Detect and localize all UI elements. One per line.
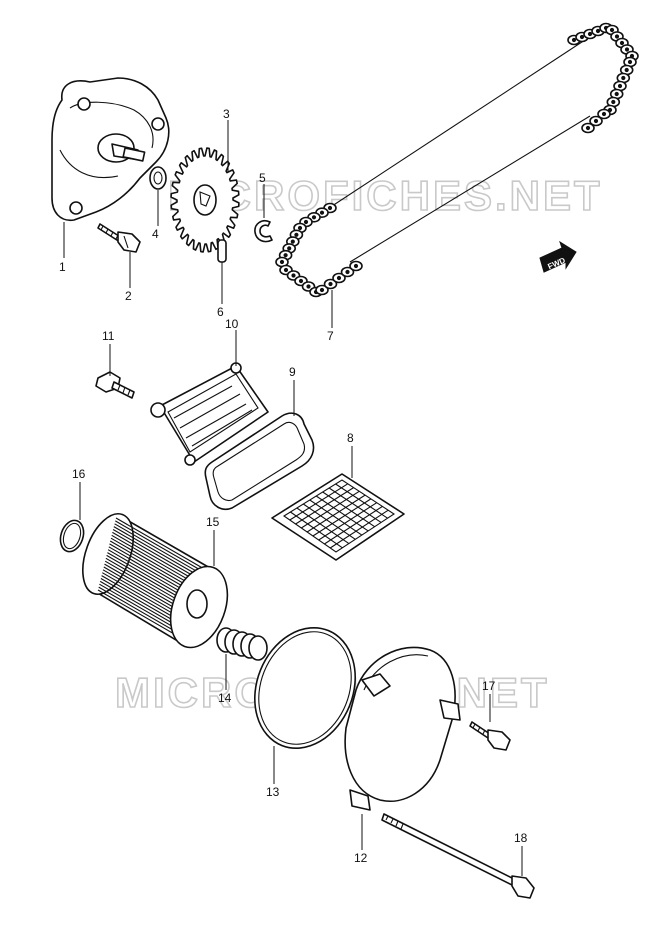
chain-pin — [311, 215, 317, 220]
part-6-pin[interactable] — [217, 239, 227, 263]
callout-5: 5 — [259, 171, 266, 185]
callout-6: 6 — [217, 305, 224, 319]
chain-pin — [327, 205, 333, 211]
part-13-o-ring[interactable] — [237, 613, 372, 764]
fwd-direction-badge: FWD — [539, 240, 577, 273]
part-2-bolt[interactable] — [97, 223, 141, 253]
callout-9: 9 — [289, 365, 296, 379]
mesh-line — [312, 498, 372, 537]
mesh-line — [290, 511, 343, 549]
part-15-oil-filter[interactable] — [73, 507, 238, 655]
chain-pin — [279, 259, 285, 265]
chain-pin — [621, 75, 626, 81]
chain-pin — [353, 263, 359, 269]
filter-pleat — [114, 523, 205, 577]
chain-pin — [306, 284, 311, 289]
chain-pin — [614, 34, 620, 39]
mesh-line — [322, 491, 376, 528]
chain-pin — [287, 246, 292, 251]
chain-pin — [297, 225, 303, 231]
part-7-chain[interactable] — [275, 22, 639, 298]
mesh-line — [309, 499, 363, 536]
part-5-circlip[interactable] — [254, 219, 273, 243]
mesh-line — [301, 490, 360, 529]
chain-pin — [328, 281, 333, 287]
mesh-line — [296, 507, 350, 545]
part-10-cover-plate[interactable] — [150, 362, 269, 466]
part-1-oil-pump[interactable] — [51, 77, 170, 222]
chain-pin — [579, 34, 585, 40]
mesh-line — [318, 502, 377, 541]
callout-12: 12 — [354, 851, 368, 865]
part-16-o-ring[interactable] — [57, 517, 88, 554]
part-18-long-bolt[interactable] — [381, 813, 535, 899]
callout-4: 4 — [152, 227, 159, 241]
callout-7: 7 — [327, 329, 334, 343]
watermark-top: MICROFICHES.NET — [168, 172, 603, 219]
chain-pin — [290, 239, 295, 244]
callout-11: 11 — [102, 329, 115, 343]
part-11-bolt[interactable] — [95, 371, 135, 399]
chain-pin — [283, 267, 289, 273]
chain-pin — [619, 40, 625, 46]
chain-pin — [345, 269, 350, 275]
part-17-bolt[interactable] — [469, 721, 511, 751]
chain-pin — [593, 118, 599, 124]
callout-10: 10 — [225, 317, 239, 331]
mesh-line — [315, 495, 369, 532]
chain-pin — [601, 111, 607, 117]
mesh-line — [328, 487, 382, 523]
callout-18: 18 — [514, 831, 528, 845]
chain-pin — [294, 232, 299, 237]
mesh-line — [329, 509, 389, 549]
chain-pin — [611, 99, 616, 105]
chain-pin — [617, 83, 623, 89]
chain-pin — [624, 47, 630, 52]
mesh-line — [306, 494, 366, 533]
chain-pin — [319, 210, 325, 215]
callout-13: 13 — [266, 785, 280, 799]
chain-pin — [585, 125, 591, 131]
part-4-washer[interactable] — [149, 166, 167, 190]
chain-pin — [571, 37, 577, 43]
callout-1: 1 — [59, 260, 66, 274]
callout-8: 8 — [347, 431, 354, 445]
callout-17: 17 — [482, 679, 496, 693]
leader-lines — [63, 120, 523, 876]
mesh-line — [289, 483, 349, 521]
chain-pin — [336, 275, 342, 281]
callout-3: 3 — [223, 107, 230, 121]
chain-pin — [609, 27, 615, 33]
mesh-line — [295, 487, 354, 525]
callout-14: 14 — [218, 691, 232, 705]
mesh-line — [302, 503, 356, 540]
chain-pin — [319, 287, 325, 293]
chain-pin — [595, 28, 601, 34]
callout-15: 15 — [206, 515, 220, 529]
part-8-strainer[interactable] — [271, 473, 405, 561]
chain-pin — [614, 91, 619, 97]
filter-pleat — [113, 526, 205, 580]
filter-pleat — [115, 520, 206, 574]
callout-16: 16 — [72, 467, 86, 481]
chain-pin — [587, 31, 593, 37]
filter-pleat — [115, 517, 207, 571]
part-9-gasket[interactable] — [204, 412, 315, 511]
chain-pin — [298, 278, 304, 284]
chain-pin — [627, 59, 633, 65]
callout-labels: 1 2 3 4 5 6 7 8 9 10 11 12 13 14 15 16 1… — [59, 107, 528, 865]
chain-pin — [624, 67, 629, 73]
mesh-line — [335, 483, 388, 519]
part-12-filter-cover[interactable] — [344, 646, 461, 811]
callout-2: 2 — [125, 289, 132, 303]
chain-pin — [283, 253, 288, 258]
part-14-spring[interactable] — [216, 627, 268, 661]
filter-pleat — [112, 529, 204, 582]
part-3-sprocket[interactable] — [170, 147, 240, 253]
mesh-line — [324, 505, 383, 545]
chain-pin — [291, 273, 296, 278]
chain-pin — [303, 219, 309, 225]
